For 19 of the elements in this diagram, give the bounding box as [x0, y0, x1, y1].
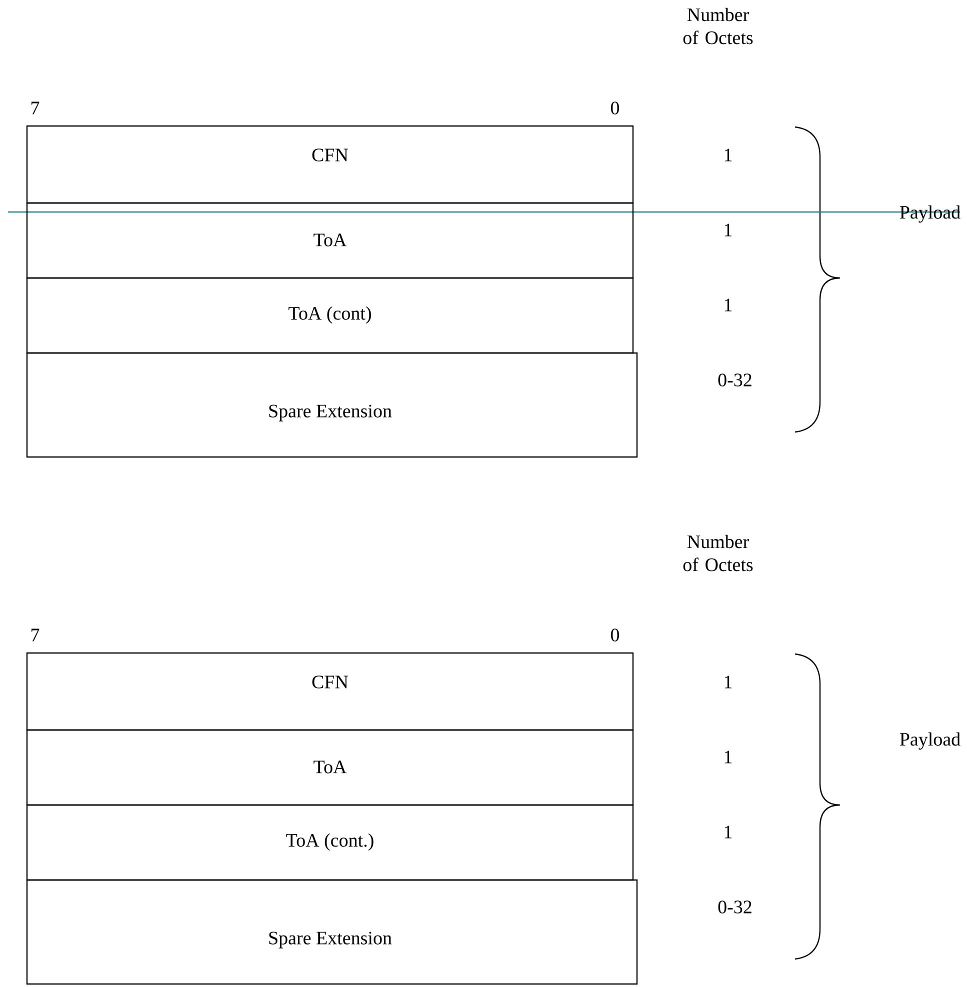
octet-count: 1	[724, 750, 732, 764]
field-box: CFN	[26, 125, 634, 204]
field-box: ToA (cont.)	[26, 804, 634, 881]
octet-count: 1	[724, 676, 732, 688]
octet-count: 0-32	[718, 900, 752, 914]
field-box: ToA (cont)	[26, 277, 634, 354]
field-box: Spare Extension	[26, 352, 638, 458]
field-box: ToA	[26, 202, 634, 279]
brace-label: Payload	[900, 732, 960, 750]
column-heading: Number of Octets	[683, 8, 753, 44]
octet-count: 0-32	[718, 374, 752, 386]
octet-count: 1	[724, 224, 732, 236]
field-box: ToA	[26, 729, 634, 806]
octet-count: 1	[724, 298, 732, 312]
field-box: CFN	[26, 652, 634, 731]
octet-count: 1	[724, 148, 732, 162]
column-heading: Number of Octets	[683, 534, 753, 572]
field-box: Spare Extension	[26, 879, 638, 985]
octet-count: 1	[724, 826, 732, 838]
